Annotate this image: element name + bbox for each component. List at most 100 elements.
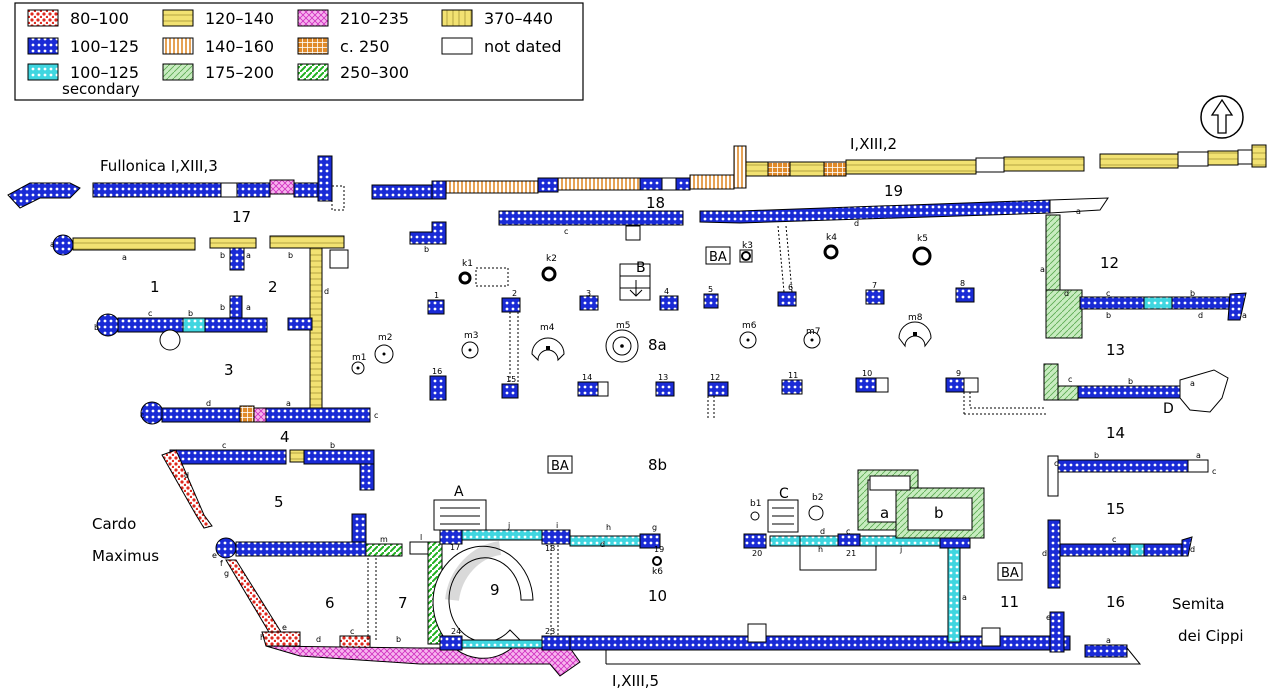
ba-label: BA: [551, 459, 569, 474]
legend-swatch-cyan: [27, 63, 59, 81]
feature-label: m7: [806, 327, 821, 337]
legend-label: 120–140: [205, 9, 274, 28]
wall-letter: d: [316, 635, 321, 644]
legend-swatch-green: [297, 63, 329, 81]
feature-label: k5: [917, 234, 928, 244]
fullonica-label: Fullonica I,XIII,3: [100, 157, 218, 175]
wall-letter: e: [282, 623, 287, 632]
pier-label: 17: [450, 543, 460, 552]
room-label: 1: [150, 278, 160, 296]
wall-letter: i: [556, 521, 558, 530]
pier-label: 14: [582, 373, 592, 382]
north-walls: [7, 144, 1267, 226]
wall-letter: c: [140, 411, 144, 420]
room-label: 2: [268, 278, 278, 296]
features: [351, 244, 932, 566]
wall-letter: a: [246, 303, 251, 312]
street-label: Semita: [1172, 595, 1225, 613]
wall-letters: a a b a b d b c b b a c d a c c b d e f …: [50, 207, 1247, 645]
legend-label: 80–100: [70, 9, 129, 28]
wall-letter: d: [1042, 549, 1047, 558]
wall-letter: b: [188, 309, 193, 318]
piers: [409, 221, 1046, 420]
pier-label: 1: [434, 291, 439, 300]
legend-swatch-yellow: [441, 9, 473, 27]
pier-label: 5: [708, 285, 713, 294]
legend-label: 175–200: [205, 63, 274, 82]
wall-letter: b: [220, 303, 225, 312]
wall-letter: d: [600, 540, 605, 549]
wall-letter: b: [424, 245, 429, 254]
wall-letter: j: [507, 521, 510, 530]
legend-label: 100–125: [70, 63, 139, 82]
room-label: 19: [884, 182, 903, 200]
wall-letter: a: [246, 251, 251, 260]
legend-swatch-yellow-stripe: [162, 9, 194, 27]
room-label: 7: [398, 594, 408, 612]
room-label: 3: [224, 361, 234, 379]
wall-letter: a: [122, 253, 127, 262]
pier-labels: 1 2 3 4 5 6 7 8 9 10 11 12 13 14 15 16 1…: [432, 279, 965, 636]
wall-letter: c: [222, 441, 226, 450]
feature-label: m3: [464, 331, 479, 341]
wall-letter: c: [148, 309, 152, 318]
wall-letter: c: [350, 627, 354, 636]
wall-letter: b: [330, 441, 335, 450]
wall-letter: f: [220, 559, 223, 568]
wall-letter: c: [1212, 467, 1216, 476]
wall-letter: b: [220, 251, 225, 260]
wall-letter: d: [324, 287, 329, 296]
wall-letter: l: [420, 533, 422, 542]
wall-letter: c: [846, 527, 850, 536]
west-walls: [52, 234, 375, 529]
wall-letter: a: [1076, 207, 1081, 216]
south-walls: [569, 469, 1142, 665]
pier-label: 18: [545, 544, 555, 553]
wall-letter: d: [854, 219, 859, 228]
feature-label: k3: [742, 241, 753, 251]
room-label: 4: [280, 428, 290, 446]
room-label: 8b: [648, 456, 667, 474]
wall-letter: h: [606, 523, 611, 532]
east-walls: [1043, 214, 1247, 589]
feature-label: m1: [352, 353, 367, 363]
markers: A B C D a b: [454, 260, 1174, 522]
wall-letter: e: [1046, 613, 1051, 622]
feature-label: b2: [812, 493, 823, 503]
wall-letter: c: [374, 411, 378, 420]
pier-label: 7: [872, 281, 877, 290]
pier-label: 8: [960, 279, 965, 288]
wall-letter: d: [820, 527, 825, 536]
marker-label: b: [934, 504, 944, 522]
marker-label: a: [880, 504, 889, 522]
legend-swatch-none: [441, 37, 473, 55]
feature-label: m2: [378, 333, 393, 343]
pier-label: 11: [788, 371, 798, 380]
pier-label: 16: [432, 367, 442, 376]
room-9-structure: [432, 499, 573, 659]
room-label: 15: [1106, 500, 1125, 518]
wall-letter: c: [1054, 459, 1058, 468]
legend: 80–100 100–125 100–125 secondary 120–140…: [14, 2, 584, 101]
insula-label: I,XIII,5: [612, 672, 659, 689]
legend-swatch-orange: [162, 37, 194, 55]
room-label: 14: [1106, 424, 1125, 442]
wall-letter: b: [1094, 451, 1099, 460]
legend-label: c. 250: [340, 37, 390, 56]
room-label: 8a: [648, 336, 667, 354]
room-label: 16: [1106, 593, 1125, 611]
room-label: 18: [646, 194, 665, 212]
marker-label: C: [779, 486, 789, 502]
legend-label: 370–440: [484, 9, 553, 28]
pier-label: 6: [788, 283, 793, 292]
legend-swatch-blue: [27, 37, 59, 55]
pier-label: 24: [451, 627, 461, 636]
pier-label: 4: [664, 287, 669, 296]
wall-letter: c: [564, 227, 568, 236]
legend-label: 210–235: [340, 9, 409, 28]
room-label: 10: [648, 587, 667, 605]
wall-letter: d: [206, 399, 211, 408]
pier-label: 3: [586, 289, 591, 298]
wall-letter: b: [288, 251, 293, 260]
feature-label: k6: [652, 567, 663, 577]
